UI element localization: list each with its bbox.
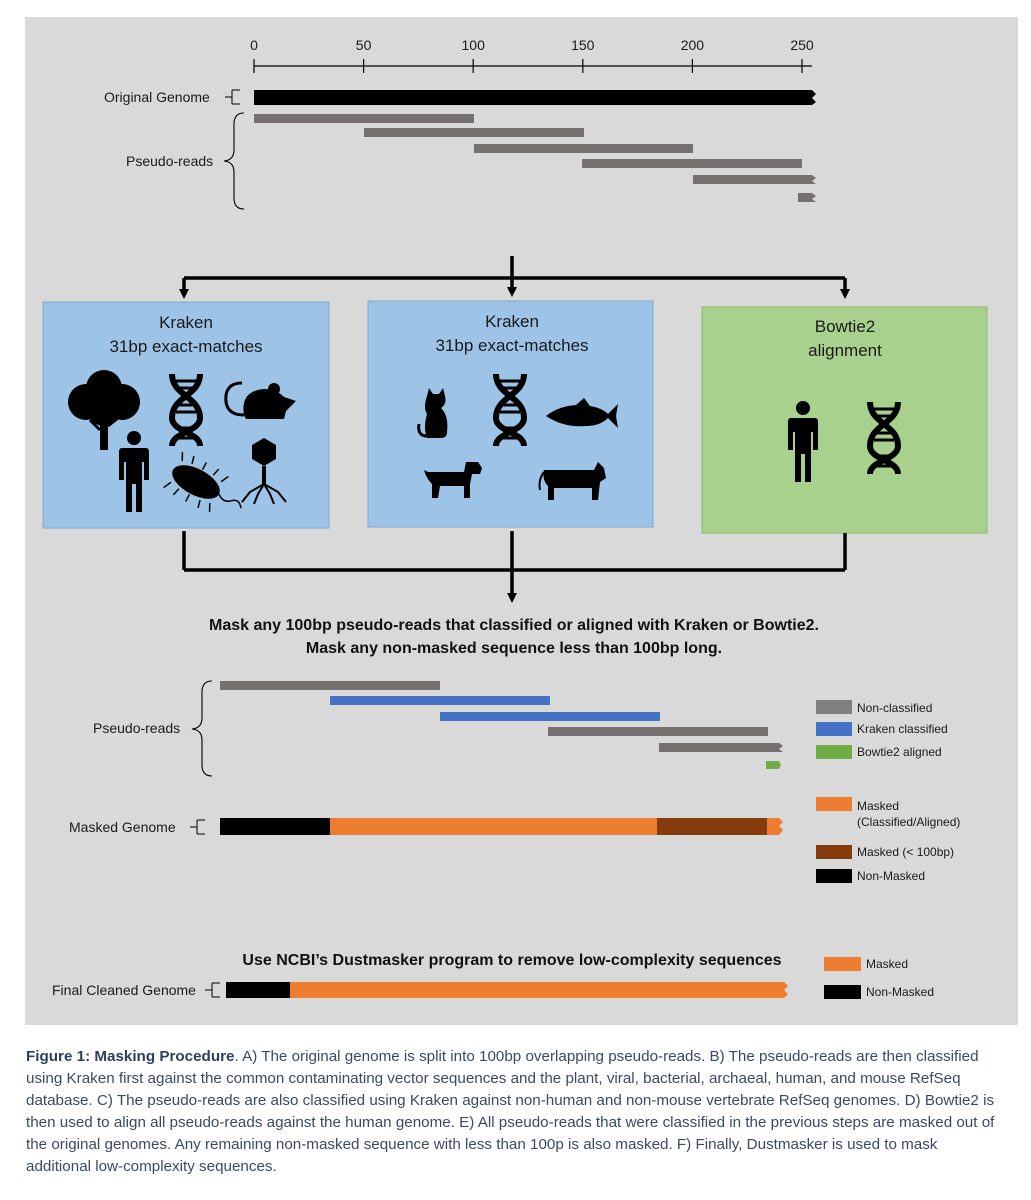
segment-non-masked <box>226 982 290 998</box>
tree-icon <box>68 370 140 450</box>
legend-label: Masked <box>866 957 908 971</box>
legend-swatch <box>816 845 852 859</box>
legend-swatch <box>816 722 852 736</box>
legend-swatch <box>816 700 852 714</box>
legend-label: Kraken classified <box>857 722 948 736</box>
box-title: Bowtie2 <box>815 317 875 336</box>
axis-tick-label: 100 <box>462 37 486 53</box>
legend-mask-status: Masked (Classified/Aligned) Masked (< 10… <box>816 797 960 883</box>
kraken-box-1: Kraken 31bp exact-matches <box>42 301 330 529</box>
pseudo-read <box>693 175 816 184</box>
phage-icon <box>241 438 287 505</box>
caption-title: Figure 1: Masking Procedure <box>26 1048 235 1065</box>
read-bowtie2-aligned <box>766 761 781 769</box>
segment-masked <box>290 982 788 998</box>
pseudo-read <box>254 114 474 123</box>
legend-swatch <box>816 797 852 811</box>
fish-icon <box>546 398 618 428</box>
legend-label: Masked <box>857 799 899 813</box>
read-kraken-classified <box>330 696 550 705</box>
masked-genome-label: Masked Genome <box>69 819 176 835</box>
read-non-classified <box>548 727 768 736</box>
genome-axis: 0 50 100 150 200 250 <box>250 37 814 73</box>
mouse-icon <box>224 381 296 419</box>
legend-swatch <box>816 869 852 883</box>
legend-label: (Classified/Aligned) <box>857 815 960 829</box>
mask-instruction-1: Mask any 100bp pseudo-reads that classif… <box>209 617 819 634</box>
legend-label: Non-Masked <box>857 869 925 883</box>
dog-icon <box>424 462 482 498</box>
legend-final: Masked Non-Masked <box>824 957 934 999</box>
segment-masked <box>330 818 657 835</box>
read-kraken-classified <box>440 712 660 721</box>
masked-genome-bar <box>220 818 783 835</box>
kraken-box-2: Kraken 31bp exact-matches <box>367 300 654 528</box>
final-genome-label: Final Cleaned Genome <box>52 982 196 998</box>
pseudo-read <box>474 144 693 153</box>
segment-masked <box>767 818 783 835</box>
legend-swatch <box>816 745 852 759</box>
pseudo-read <box>798 193 816 202</box>
brace <box>223 112 245 210</box>
box-subtitle: alignment <box>808 341 882 360</box>
original-genome-bar <box>254 90 816 105</box>
box-title: Kraken <box>485 312 539 331</box>
legend-read-status: Non-classified Kraken classified Bowtie2… <box>816 700 948 759</box>
read-non-classified <box>659 743 783 752</box>
axis-tick-label: 0 <box>250 37 258 53</box>
box-subtitle: 31bp exact-matches <box>435 336 588 355</box>
legend-swatch <box>824 957 861 971</box>
bowtie2-box: Bowtie2 alignment <box>701 306 988 534</box>
classified-reads <box>220 681 783 769</box>
pseudo-reads-label: Pseudo-reads <box>126 153 213 169</box>
legend-label: Masked (< 100bp) <box>857 845 954 859</box>
cow-icon <box>538 462 606 500</box>
masking-diagram: 0 50 100 150 200 250 Original Genome Pseudo-r… <box>42 37 988 999</box>
split-arrows <box>179 256 850 299</box>
pseudo-reads-label-2: Pseudo-reads <box>93 720 180 736</box>
pseudo-read <box>364 128 584 137</box>
legend-label: Non-Masked <box>866 985 934 999</box>
legend-label: Non-classified <box>857 701 932 715</box>
legend-label: Bowtie2 aligned <box>857 745 942 759</box>
figure-caption: Figure 1: Masking Procedure. A) The orig… <box>26 1046 1006 1178</box>
final-genome-bar <box>226 982 788 998</box>
read-non-classified <box>220 681 440 690</box>
axis-tick-label: 200 <box>681 37 705 53</box>
bacterium-icon <box>163 452 242 512</box>
box-subtitle: 31bp exact-matches <box>109 337 262 356</box>
mask-instruction-2: Mask any non-masked sequence less than 1… <box>306 640 722 657</box>
caption-body: . A) The original genome is split into 1… <box>26 1048 995 1175</box>
pseudo-reads-top <box>254 114 816 202</box>
box-title: Kraken <box>159 313 213 332</box>
segment-non-masked <box>220 818 330 835</box>
axis-tick-label: 250 <box>790 37 814 53</box>
brace <box>191 680 213 777</box>
legend-swatch <box>824 985 861 999</box>
pseudo-read <box>582 159 802 168</box>
merge-arrows <box>182 531 847 603</box>
dustmasker-instruction: Use NCBI’s Dustmasker program to remove … <box>242 952 781 969</box>
axis-tick-label: 50 <box>356 37 372 53</box>
cat-icon <box>417 388 448 438</box>
original-genome-label: Original Genome <box>104 89 210 105</box>
segment-masked-short <box>657 818 767 835</box>
axis-tick-label: 150 <box>571 37 595 53</box>
